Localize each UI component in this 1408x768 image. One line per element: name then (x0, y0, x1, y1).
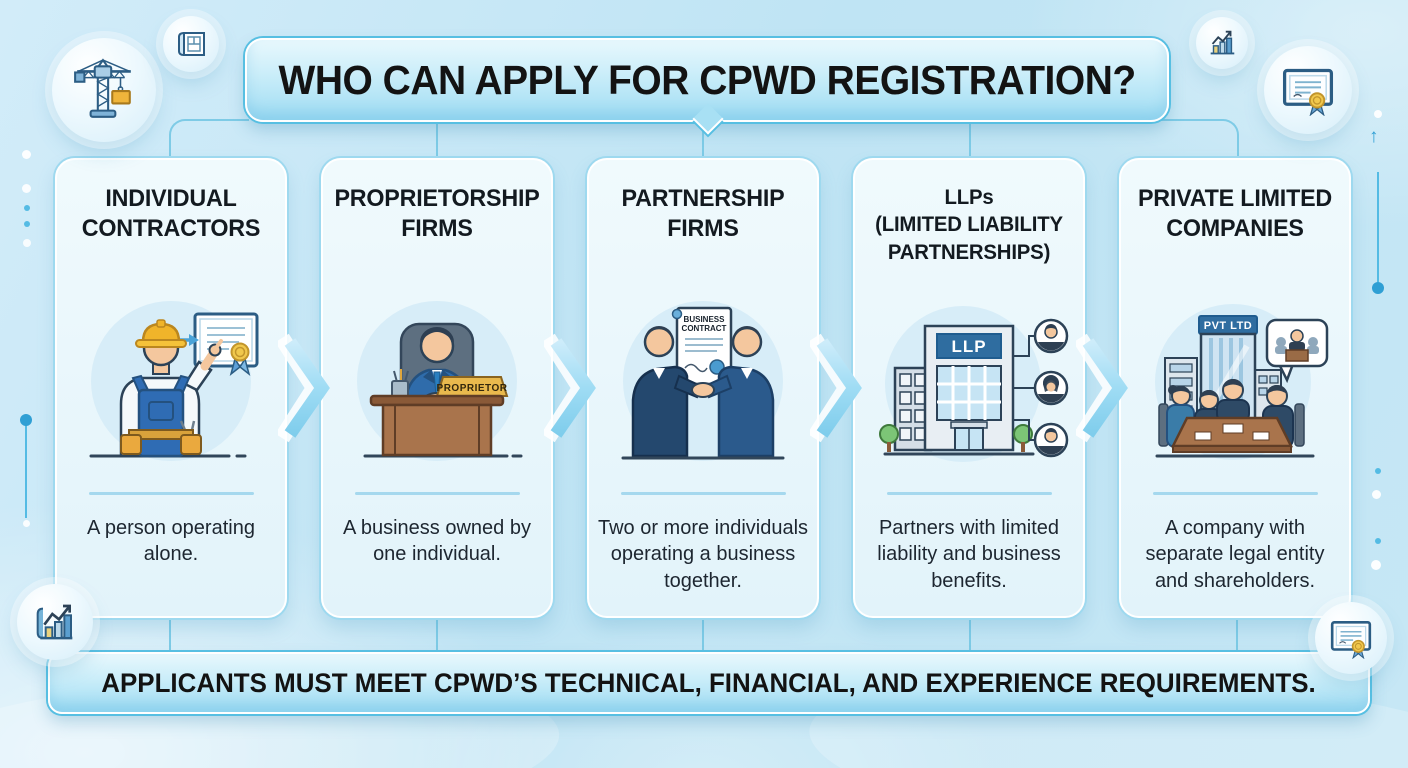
decor-dot (1372, 490, 1381, 499)
card-partnership-firms: PARTNERSHIP FIRMS BUSINESS CONTRACT (587, 158, 819, 618)
connector-line (702, 616, 704, 654)
growth-chart-icon (36, 604, 73, 640)
decor-dot (1375, 468, 1381, 474)
crane-bubble (52, 38, 156, 142)
svg-text:BUSINESS: BUSINESS (684, 315, 726, 324)
card-title: LLPs (LIMITED LIABILITY PARTNERSHIPS) (875, 186, 1063, 264)
decor-line (1377, 172, 1379, 282)
card-description: A person operating alone. (87, 517, 255, 566)
footer-banner: APPLICANTS MUST MEET CPWD’S TECHNICAL, F… (48, 652, 1370, 714)
svg-text:CONTRACT: CONTRACT (682, 324, 727, 333)
card-private-limited-companies: PRIVATE LIMITED COMPANIES PVT LTD (1119, 158, 1351, 618)
blueprint-icon (178, 32, 205, 56)
nameplate (435, 376, 509, 397)
decor-dot (1374, 110, 1382, 118)
connector-line (169, 616, 171, 654)
card-divider (354, 492, 520, 495)
card-description: A company with separate legal entity and… (1145, 517, 1325, 592)
card-divider (620, 492, 786, 495)
handshake-contract-illustration: BUSINESS CONTRACT (621, 301, 785, 461)
construction-crane-icon (74, 58, 131, 118)
certificate-bubble (1264, 46, 1352, 134)
decor-dot (23, 520, 30, 527)
connector-line (436, 118, 438, 160)
speech-bubble (1265, 318, 1329, 384)
partner-right (703, 326, 775, 458)
worker-with-certificate-illustration (89, 301, 259, 461)
chevron-right-icon (810, 333, 862, 443)
up-arrow-icon: ↑ (1369, 126, 1379, 147)
connector-line (969, 616, 971, 654)
tree (879, 424, 1033, 452)
connector-line (969, 118, 971, 160)
card-divider (88, 492, 254, 495)
footer-text: APPLICANTS MUST MEET CPWD’S TECHNICAL, F… (101, 667, 1317, 698)
svg-text:PVT LTD: PVT LTD (1204, 320, 1253, 332)
handshake-hands (691, 382, 715, 398)
card-description: Two or more individuals operating a busi… (597, 517, 809, 592)
pen-cup (391, 369, 409, 398)
card-description: A business owned by one individual. (343, 517, 531, 566)
card-divider (1152, 492, 1318, 495)
card-divider (886, 492, 1052, 495)
decor-dot (22, 150, 31, 159)
connector-elbow (1161, 119, 1239, 163)
certificate-bubble (1315, 602, 1387, 674)
blueprint-bubble (163, 16, 219, 72)
chevron-right-icon (278, 333, 330, 443)
card-title: PROPRIETORSHIP FIRMS (334, 185, 540, 243)
decor-dot (20, 414, 32, 426)
partner-avatars (1033, 318, 1069, 458)
banner-tail (692, 103, 724, 135)
construction-worker (89, 319, 247, 458)
llp-building-illustration: LLP (879, 306, 1069, 462)
decor-dot (24, 205, 30, 211)
title-banner: WHO CAN APPLY FOR CPWD REGISTRATION? (245, 38, 1169, 135)
card-title: PARTNERSHIP FIRMS (621, 185, 785, 243)
growth-chart-icon (1210, 30, 1235, 55)
card-title: INDIVIDUAL CONTRACTORS (81, 185, 261, 243)
card-individual-contractors: INDIVIDUAL CONTRACTORS (55, 158, 287, 618)
chevron-right-icon (1076, 333, 1128, 443)
decor-dot (24, 221, 30, 227)
decor-dot (23, 239, 31, 247)
desk: PROPRIETOR (369, 376, 509, 457)
hard-hat-icon (135, 319, 187, 348)
llp-tower: LLP (923, 324, 1015, 452)
decor-dot (1375, 538, 1381, 544)
svg-text:LLP: LLP (951, 337, 986, 356)
svg-text:PROPRIETOR: PROPRIETOR (437, 383, 508, 394)
decor-dot (1372, 282, 1384, 294)
card-proprietorship-firms: PROPRIETORSHIP FIRMS (321, 158, 553, 618)
chevron-right-icon (544, 333, 596, 443)
card-llps: LLPs (LIMITED LIABILITY PARTNERSHIPS) LL… (853, 158, 1085, 618)
decor-dot (1371, 560, 1381, 570)
connector-line (702, 124, 704, 160)
connector-line (436, 616, 438, 654)
certificate-icon (1330, 621, 1372, 659)
card-title: PRIVATE LIMITED COMPANIES (1137, 185, 1333, 243)
proprietor-at-desk-illustration: PROPRIETOR (357, 301, 523, 461)
meeting-table (1170, 416, 1294, 453)
connector-elbow (169, 119, 249, 163)
pvt-ltd-meeting-illustration: PVT LTD (1155, 304, 1329, 460)
partner-links (1013, 335, 1035, 441)
growth-chart-bubble (17, 584, 93, 660)
page-title: WHO CAN APPLY FOR CPWD REGISTRATION? (278, 56, 1136, 103)
certificate-icon (1282, 68, 1334, 116)
decor-dot (22, 184, 31, 193)
growth-chart-bubble (1196, 17, 1248, 69)
card-description: Partners with limited liability and busi… (877, 517, 1061, 592)
decor-line (25, 424, 27, 518)
connector-line (1236, 616, 1238, 654)
